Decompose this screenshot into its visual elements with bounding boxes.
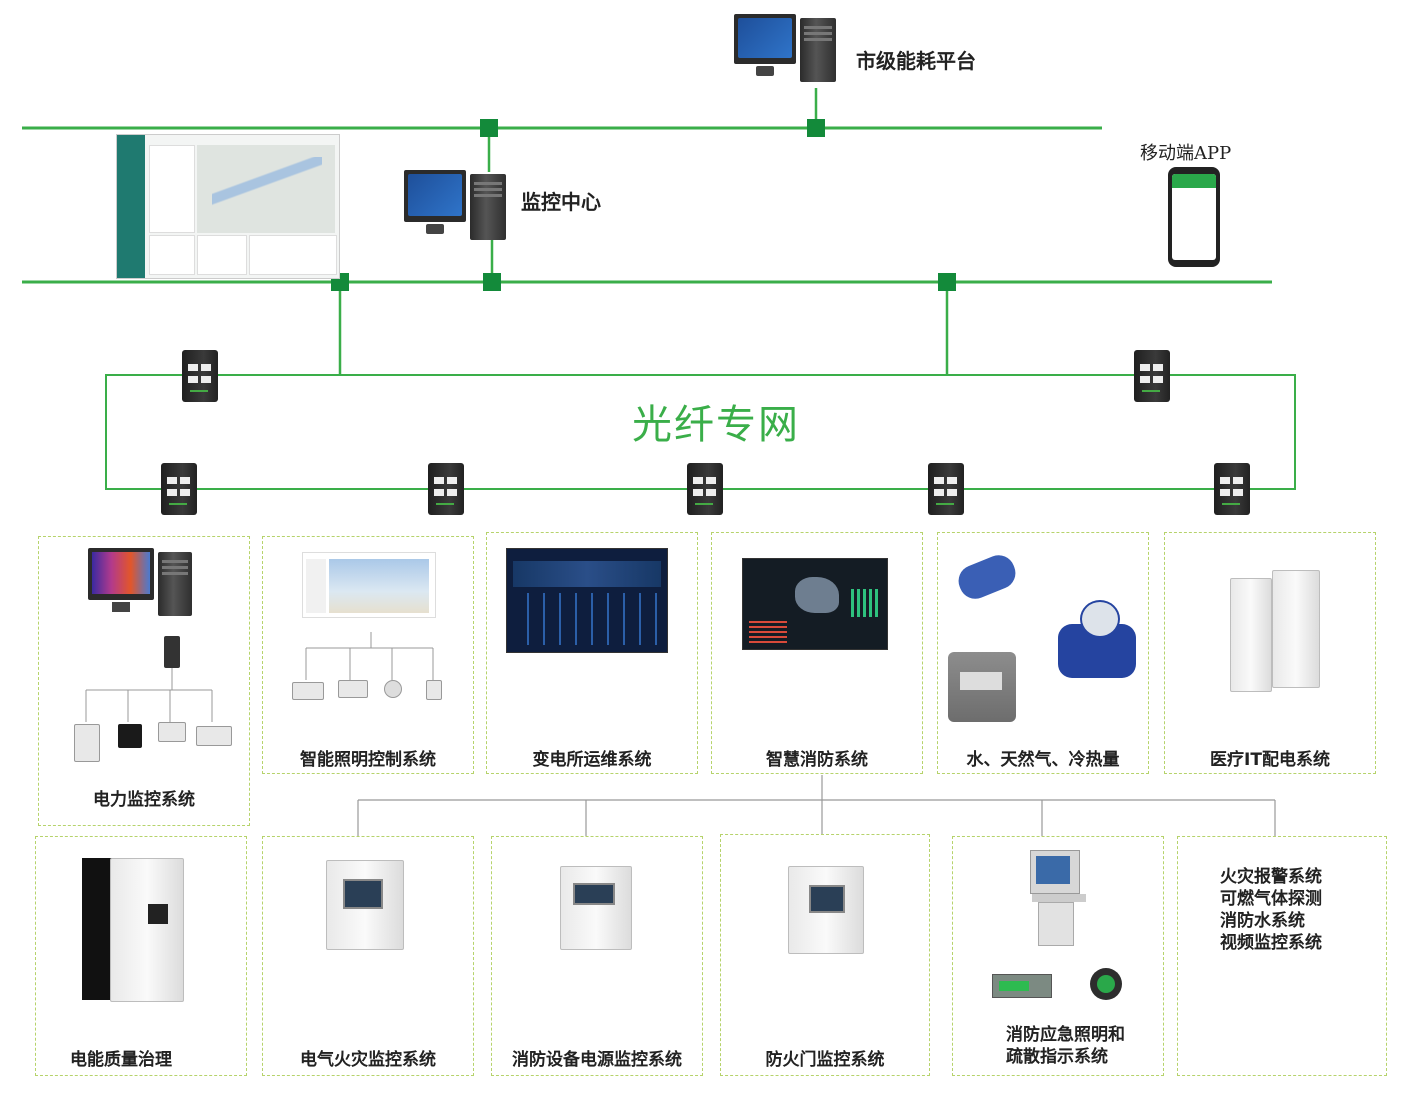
flow-meter-icon — [1058, 600, 1136, 686]
network-switch-icon — [928, 463, 964, 515]
exit-sign-icon — [992, 974, 1052, 998]
meter-device-icon — [196, 726, 232, 746]
others-label-line: 火灾报警系统 — [1220, 867, 1322, 887]
others-label-line: 消防水系统 — [1220, 911, 1305, 931]
subsystem-fire-power-label: 消防设备电源监控系统 — [512, 1050, 682, 1070]
electric-fire-monitor-icon — [326, 860, 404, 950]
network-switch-icon — [1214, 463, 1250, 515]
others-label-line: 视频监控系统 — [1220, 933, 1322, 953]
subsystem-fire-door-box: 防火门监控系统 — [720, 834, 930, 1076]
subsystem-electric-fire-box: 电气火灾监控系统 — [262, 836, 474, 1076]
city-platform-computer — [734, 14, 838, 84]
subsystem-utility-label: 水、天然气、冷热量 — [966, 750, 1120, 770]
fire-dashboard-screen — [742, 558, 888, 650]
subsystem-fire-box: 智慧消防系统 — [711, 532, 923, 774]
subsystem-medical-label: 医疗IT配电系统 — [1210, 750, 1330, 770]
emergency-label-line: 疏散指示系统 — [1006, 1047, 1108, 1067]
subsystem-medical-box: 医疗IT配电系统 — [1164, 532, 1376, 774]
network-switch-icon — [687, 463, 723, 515]
gas-meter-icon — [948, 652, 1016, 722]
network-switch-icon — [428, 463, 464, 515]
subsystem-others-box — [1177, 836, 1387, 1076]
meter-device-icon — [74, 724, 100, 762]
mobile-app-label: 移动端APP — [1140, 143, 1232, 164]
node-square — [807, 119, 825, 137]
lighting-panel-icon — [426, 680, 442, 700]
emergency-light-icon — [1090, 968, 1122, 1000]
lighting-controller-icon — [292, 682, 324, 700]
subsystem-quality-label: 电能质量治理 — [70, 1050, 172, 1070]
subsystem-lighting-box: 智能照明控制系统 — [262, 536, 474, 774]
emergency-label-line: 消防应急照明和 — [1006, 1025, 1125, 1045]
gateway-device-icon — [164, 636, 180, 668]
network-switch-icon — [182, 350, 218, 402]
node-square — [480, 119, 498, 137]
fire-power-monitor-icon — [560, 866, 632, 950]
subsystem-substation-label: 变电所运维系统 — [532, 750, 652, 770]
node-square — [483, 273, 501, 291]
mobile-phone-icon — [1168, 167, 1220, 267]
subsystem-lighting-label: 智能照明控制系统 — [300, 750, 436, 770]
fire-door-monitor-icon — [788, 866, 864, 954]
substation-screen — [506, 548, 668, 653]
monitor-center-computer — [404, 170, 508, 242]
subsystem-electric-fire-label: 电气火灾监控系统 — [300, 1050, 436, 1070]
meter-device-icon — [158, 722, 186, 742]
subsystem-quality-box: 电能质量治理 — [35, 836, 247, 1076]
subsystem-fire-power-box: 消防设备电源监控系统 — [491, 836, 703, 1076]
power-computer-icon — [88, 548, 194, 618]
dashboard-screenshot — [116, 134, 340, 279]
subsystem-others-label: 火灾报警系统 可燃气体探测 消防水系统 视频监控系统 — [1220, 866, 1322, 954]
network-switch-icon — [161, 463, 197, 515]
lighting-screen — [302, 552, 436, 618]
subsystem-utility-box: 水、天然气、冷热量 — [937, 532, 1149, 774]
lighting-controller-icon — [338, 680, 368, 698]
fiber-network-label: 光纤专网 — [632, 402, 800, 448]
power-quality-cabinet-icon — [82, 858, 184, 1002]
network-switch-icon — [1134, 350, 1170, 402]
lighting-sensor-icon — [384, 680, 402, 698]
medical-it-cabinet-icon — [1272, 570, 1320, 688]
subsystem-fire-door-label: 防火门监控系统 — [765, 1050, 885, 1070]
meter-device-icon — [118, 724, 142, 748]
subsystem-power-box: 电力监控系统 — [38, 536, 250, 826]
others-label-line: 可燃气体探测 — [1220, 889, 1322, 909]
subsystem-substation-box: 变电所运维系统 — [486, 532, 698, 774]
subsystem-emergency-box — [952, 836, 1164, 1076]
medical-it-cabinet-icon — [1230, 578, 1272, 692]
emergency-terminal-icon — [1030, 850, 1088, 946]
node-square — [938, 273, 956, 291]
subsystem-fire-label: 智慧消防系统 — [766, 750, 868, 770]
monitor-center-label: 监控中心 — [521, 190, 601, 214]
city-platform-label: 市级能耗平台 — [856, 49, 976, 73]
subsystem-emergency-label: 消防应急照明和 疏散指示系统 — [1006, 1024, 1125, 1068]
subsystem-power-label: 电力监控系统 — [93, 790, 195, 810]
